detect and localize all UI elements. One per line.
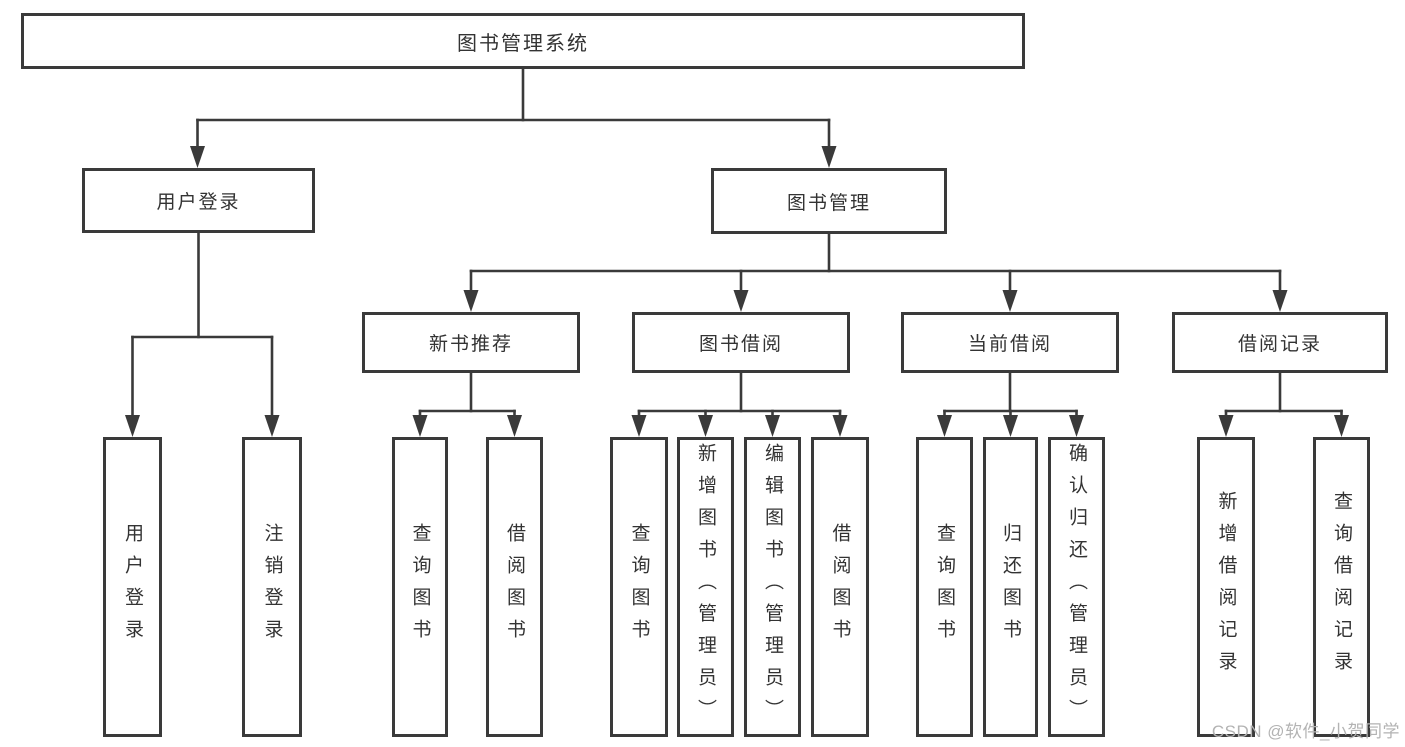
node-bb-add-books-admin: 新增图书（管理员） bbox=[677, 437, 734, 737]
node-label: 借阅图书 bbox=[504, 523, 525, 651]
node-label: 查询图书 bbox=[934, 523, 955, 651]
node-nbr-query-books: 查询图书 bbox=[392, 437, 448, 737]
node-user-login: 用户登录 bbox=[82, 168, 315, 233]
connector-root-to-level2 bbox=[190, 67, 837, 168]
node-borrow-records: 借阅记录 bbox=[1172, 312, 1388, 373]
node-label: 查询借阅记录 bbox=[1331, 491, 1352, 683]
node-label: 图书管理系统 bbox=[457, 32, 589, 55]
connector-user-login-to-children bbox=[125, 231, 280, 437]
node-bb-edit-books-admin: 编辑图书（管理员） bbox=[744, 437, 801, 737]
node-new-book-recommend: 新书推荐 bbox=[362, 312, 580, 373]
node-label: 用户登录 bbox=[122, 523, 143, 651]
connector-borrow-records-to-children bbox=[1218, 371, 1349, 437]
node-nbr-borrow-books: 借阅图书 bbox=[486, 437, 543, 737]
node-label: 归还图书 bbox=[1000, 523, 1021, 651]
node-bb-query-books: 查询图书 bbox=[610, 437, 668, 737]
connector-book-mgmt-to-level3 bbox=[463, 232, 1288, 312]
node-label: 新增借阅记录 bbox=[1215, 491, 1237, 683]
watermark: CSDN @软件_小贺同学 bbox=[1211, 722, 1400, 741]
node-label: 查询图书 bbox=[628, 523, 650, 651]
node-login: 用户登录 bbox=[103, 437, 162, 737]
node-label: 借阅记录 bbox=[1237, 334, 1322, 355]
node-label: 确认归还（管理员） bbox=[1066, 443, 1087, 731]
node-logout: 注销登录 bbox=[242, 437, 302, 737]
node-label: 新书推荐 bbox=[428, 334, 513, 355]
connector-book-borrow-to-children bbox=[631, 371, 848, 437]
node-label: 注销登录 bbox=[261, 523, 283, 651]
connector-current-borrow-to-children bbox=[937, 371, 1084, 437]
node-book-borrow: 图书借阅 bbox=[632, 312, 850, 373]
node-br-add-record: 新增借阅记录 bbox=[1197, 437, 1255, 737]
node-cb-query-books: 查询图书 bbox=[916, 437, 973, 737]
node-cb-return-books: 归还图书 bbox=[983, 437, 1038, 737]
node-label: 借阅图书 bbox=[829, 523, 851, 651]
node-br-query-record: 查询借阅记录 bbox=[1313, 437, 1370, 737]
node-label: 用户登录 bbox=[156, 192, 241, 213]
node-book-management: 图书管理 bbox=[711, 168, 947, 234]
node-label: 查询图书 bbox=[409, 523, 431, 651]
node-label: 编辑图书（管理员） bbox=[762, 443, 783, 731]
node-root: 图书管理系统 bbox=[21, 13, 1025, 69]
node-current-borrow: 当前借阅 bbox=[901, 312, 1119, 373]
node-bb-borrow-books: 借阅图书 bbox=[811, 437, 869, 737]
node-label: 当前借阅 bbox=[967, 334, 1052, 355]
connector-new-book-rec-to-children bbox=[412, 371, 522, 437]
node-cb-confirm-return-admin: 确认归还（管理员） bbox=[1048, 437, 1105, 737]
node-label: 图书借阅 bbox=[698, 334, 783, 355]
node-label: 图书管理 bbox=[786, 192, 871, 214]
node-label: 新增图书（管理员） bbox=[695, 443, 716, 731]
